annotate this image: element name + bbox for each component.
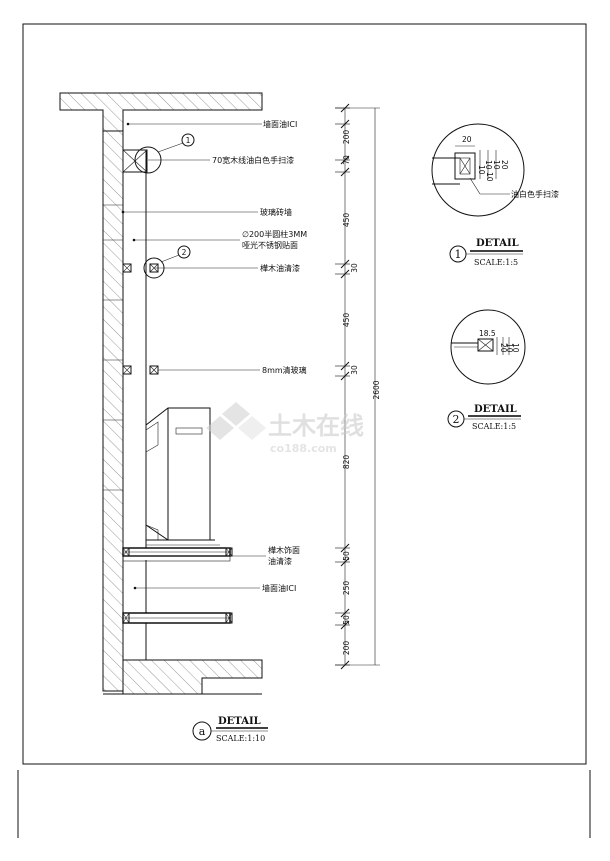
sheet-frame — [22, 23, 587, 765]
d1-bubble: 1 — [455, 248, 462, 261]
d2-dim-b: 10 — [505, 343, 514, 353]
d1-dim-e: 10 — [485, 172, 494, 182]
label-stainless-facing: 哑光不锈钢贴面 — [242, 240, 298, 250]
watermark-text-cn: 土木在线 — [268, 412, 364, 440]
d2-dim-a: 20 — [499, 343, 508, 353]
d1-dim-b: 10 — [492, 160, 501, 170]
dimension-chain — [335, 103, 380, 670]
d1-dim-top: 20 — [462, 135, 472, 144]
d2-dim-c: 10 — [511, 343, 520, 353]
leader-dots — [121, 122, 137, 590]
label-clear-glass: 8mm清玻璃 — [262, 365, 307, 375]
label-birch-veneer: 樺木饰面 — [268, 545, 300, 555]
lower-shelf — [122, 612, 233, 624]
label-half-column: ∅200半圆柱3MM — [242, 229, 307, 239]
dim-30-a: 30 — [350, 263, 359, 273]
callout-1: 1 — [134, 133, 195, 174]
dim-450-a: 450 — [342, 213, 351, 228]
dim-70: 70 — [342, 155, 351, 165]
d2-title: DETAIL — [474, 404, 517, 415]
dim-200-top: 200 — [342, 130, 351, 145]
dim-200-bottom: 200 — [342, 641, 351, 656]
label-wall-paint-top: 墙面油ICI — [263, 119, 297, 129]
title-a-detail: DETAIL — [218, 716, 261, 727]
d1-dim-d: 10 — [477, 165, 486, 175]
label-wall-paint-bottom: 墙面油ICI — [262, 583, 296, 593]
callout-2: 2 — [143, 245, 191, 279]
label-wood-trim: 70宽木线油白色手扫漆 — [212, 155, 294, 165]
d1-scale: SCALE:1:5 — [474, 258, 518, 267]
wall-section — [102, 130, 124, 692]
wood-trim — [122, 149, 148, 173]
callout-1-number: 1 — [186, 136, 191, 145]
dim-50-b: 50 — [342, 615, 351, 625]
title-a-bubble: a — [199, 725, 206, 738]
detail-1: 20 10 10 20 10 10 油白色手扫漆 1 DETAIL SCALE:… — [431, 123, 559, 267]
watermark: 土木在线 co188.com — [206, 402, 364, 455]
d1-dim-c: 20 — [500, 160, 509, 170]
d1-note: 油白色手扫漆 — [511, 189, 559, 199]
watermark-text-en: co188.com — [270, 442, 337, 455]
d2-bubble: 2 — [453, 413, 460, 426]
callout-2-number: 2 — [182, 248, 187, 257]
glass-strip-2 — [122, 365, 159, 375]
main-elevation: 1 2 墙面油ICI 70宽木线油白色手扫漆 — [59, 92, 381, 743]
label-birch-varnish: 樺木油清漆 — [260, 263, 300, 273]
leader-lines — [123, 123, 266, 589]
title-a: a DETAIL SCALE:1:10 — [192, 716, 268, 743]
dim-50-a: 50 — [342, 551, 351, 561]
dim-30-b: 30 — [350, 365, 359, 375]
d1-dim-a: 10 — [484, 160, 493, 170]
d2-scale: SCALE:1:5 — [472, 422, 516, 431]
upper-shelf — [122, 539, 233, 562]
label-varnish: 油清漆 — [268, 556, 292, 566]
label-glass-block-wall: 玻璃砖墙 — [260, 207, 292, 217]
dim-820: 820 — [342, 455, 351, 470]
birch-strip-1 — [122, 263, 159, 273]
floor-slab — [122, 659, 263, 695]
d2-dim-top: 18.5 — [479, 329, 496, 338]
watermark-logo-icon — [206, 402, 266, 440]
dim-450-b: 450 — [342, 313, 351, 328]
dim-total: 2600 — [372, 380, 381, 399]
glass-block-joints — [103, 204, 123, 491]
appliance-outline — [145, 407, 211, 541]
detail-2: 18.5 20 10 10 2 DETAIL SCALE:1:5 — [447, 309, 526, 431]
d1-title: DETAIL — [476, 238, 519, 249]
dim-250: 250 — [342, 581, 351, 596]
title-a-scale: SCALE:1:10 — [216, 734, 265, 743]
ceiling-slab — [59, 92, 263, 132]
